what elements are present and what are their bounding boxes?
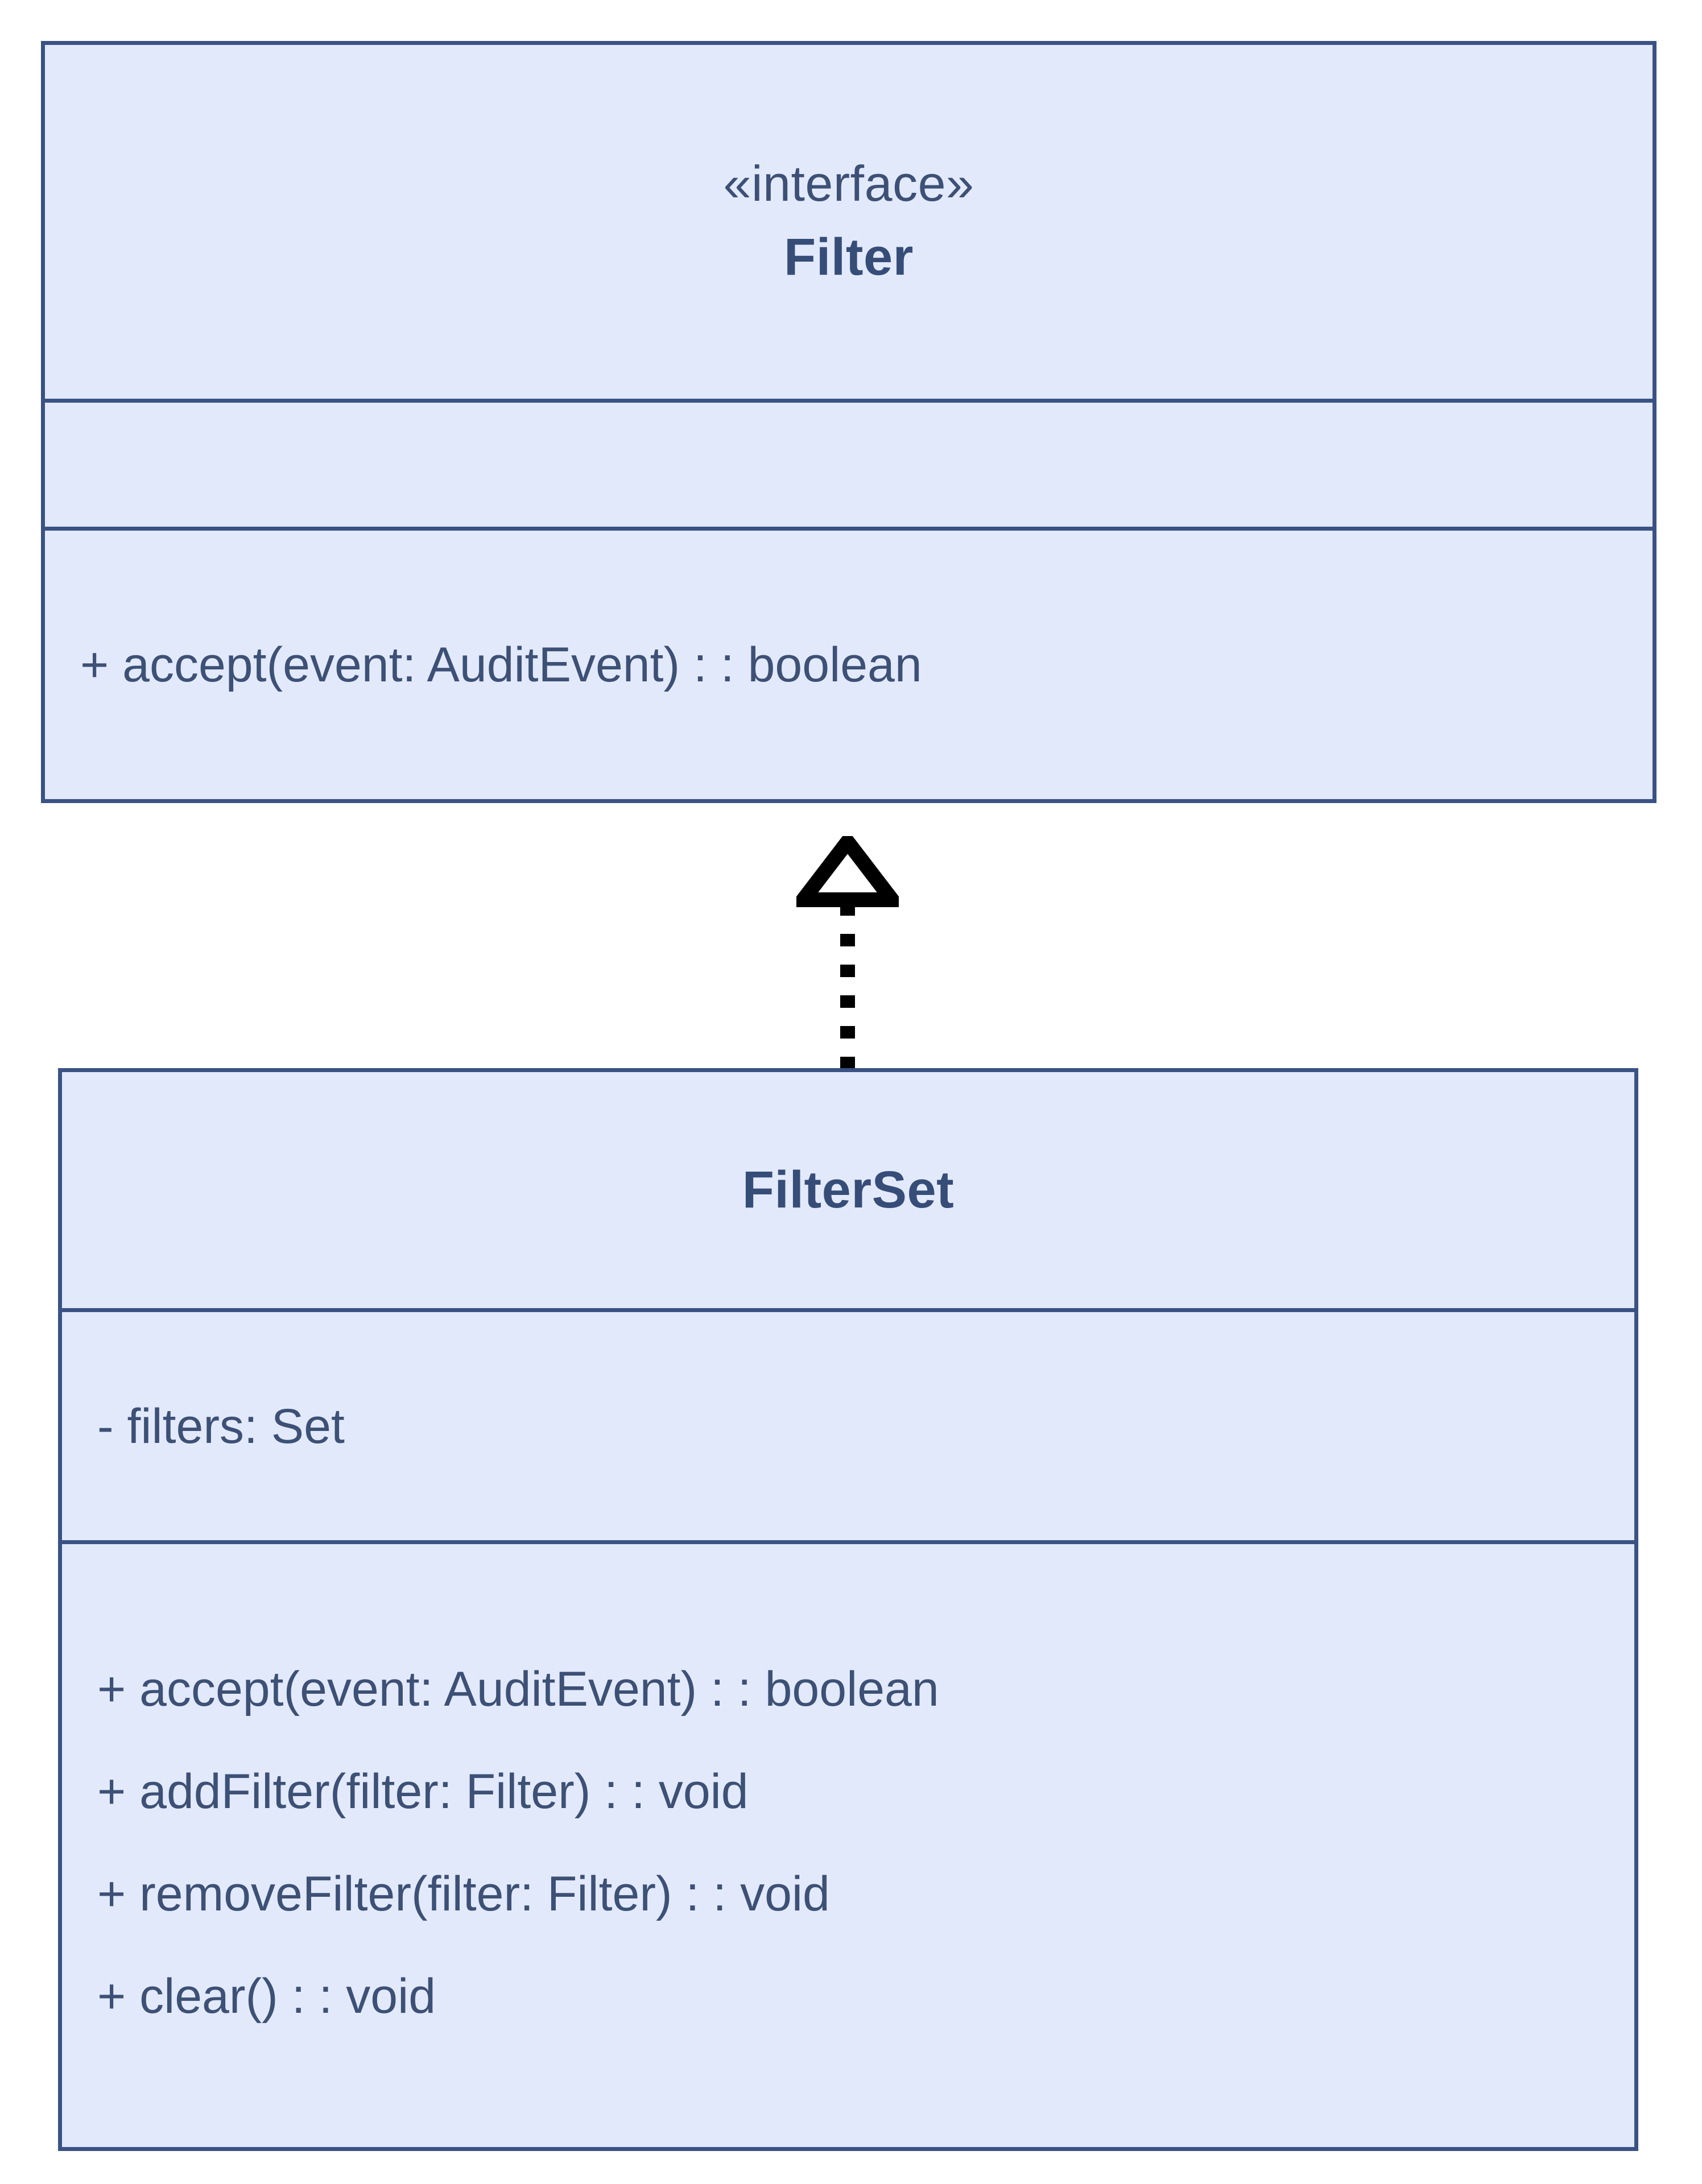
hollow-triangle-arrowhead bbox=[796, 836, 899, 907]
realization-connector bbox=[796, 836, 899, 1070]
uml-class-filterset[interactable]: FilterSet - filters: Set + accept(event:… bbox=[58, 1068, 1638, 2151]
uml-class-filter[interactable]: «interface» Filter + accept(event: Audit… bbox=[41, 41, 1656, 803]
filterset-attribute-filters: - filters: Set bbox=[97, 1399, 345, 1454]
filter-attributes-compartment bbox=[45, 399, 1653, 527]
filterset-attributes-compartment: - filters: Set bbox=[62, 1308, 1634, 1540]
filter-stereotype: «interface» bbox=[723, 155, 974, 212]
filterset-operation-accept: + accept(event: AuditEvent) : : boolean bbox=[97, 1662, 939, 1716]
filter-class-name: Filter bbox=[784, 228, 914, 287]
filterset-operation-clear: + clear() : : void bbox=[97, 1969, 436, 2024]
filter-operation-accept: + accept(event: AuditEvent) : : boolean bbox=[80, 638, 922, 692]
filterset-operations-compartment: + accept(event: AuditEvent) : : boolean … bbox=[62, 1540, 1634, 2147]
filter-header-compartment: «interface» Filter bbox=[45, 45, 1653, 399]
filterset-operation-add-filter: + addFilter(filter: Filter) : : void bbox=[97, 1764, 749, 1819]
filterset-header-compartment: FilterSet bbox=[62, 1072, 1634, 1308]
filter-operations-compartment: + accept(event: AuditEvent) : : boolean bbox=[45, 527, 1653, 799]
filterset-class-name: FilterSet bbox=[742, 1161, 955, 1219]
filterset-operation-remove-filter: + removeFilter(filter: Filter) : : void bbox=[97, 1867, 830, 1921]
